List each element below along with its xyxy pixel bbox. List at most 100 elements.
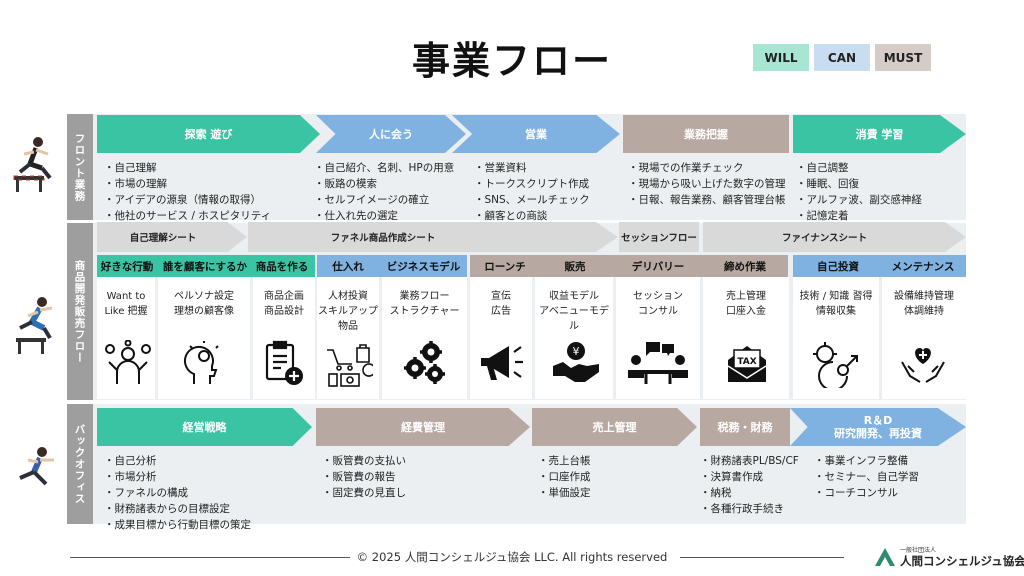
product-head-model: ビジネスモデル <box>386 260 461 273</box>
product-section-label: 商品開発販売フロー <box>67 223 93 400</box>
idea-head-icon <box>184 341 219 384</box>
bullet: 営業資料 <box>474 160 590 176</box>
cell-text-closing: 売上管理口座入金 <box>703 289 789 319</box>
cell-line: 商品設計 <box>264 306 304 317</box>
bullet: 口座作成 <box>538 469 591 485</box>
emotions-person-icon <box>105 340 151 384</box>
cell-line: Like 把握 <box>104 306 148 317</box>
product-head-like: 好きな行動 <box>100 260 154 273</box>
stage-label: 経費管理 <box>401 421 445 434</box>
stage-sublabel: 研究開発、再投資 <box>834 427 922 440</box>
bullet: セミナー、自己学習 <box>814 469 919 485</box>
product-head-maintenance: メンテナンス <box>891 260 955 273</box>
front-stage-sales: 営業 <box>452 115 620 153</box>
bullet: 自己理解 <box>104 160 271 176</box>
runner-hurdle-icon-2 <box>16 297 53 354</box>
runner-hurdle-icon <box>13 137 52 192</box>
stage-label: 消費 学習 <box>855 128 904 141</box>
bullet: 売上台帳 <box>538 453 591 469</box>
cell-line: 技術 / 知識 習得 <box>799 291 873 302</box>
cell-line: 商品企画 <box>264 291 304 302</box>
cell-line: 収益モデル <box>549 291 599 302</box>
bullet: 日報、報告業務、顧客管理台帳 <box>628 192 786 208</box>
cell-line: 体調維持 <box>904 306 944 317</box>
sheet-label: セッションフロー <box>621 233 697 244</box>
megaphone-icon <box>481 346 523 380</box>
bullet: 自己分析 <box>104 453 251 469</box>
shopping-money-icon <box>327 344 373 387</box>
bullet: 自己紹介、名刺、HPの用意 <box>314 160 455 176</box>
back-bullets-tax: 財務諸表PL/BS/CF 決算書作成 納税 各種行政手続き <box>700 453 799 517</box>
sheet-arrow-finance: ファイナンスシート <box>703 222 966 252</box>
sheet-arrow-session: セッションフロー <box>619 222 699 252</box>
cell-line: コンサル <box>638 306 678 317</box>
sheet-label: ファネル商品作成シート <box>330 233 436 244</box>
back-stage-tax: 税務・財務 <box>700 408 790 446</box>
bullet: 販路の模索 <box>314 176 454 192</box>
cell-line: スキルアップ <box>318 306 378 317</box>
tax-envelope-icon: TAX <box>727 346 767 382</box>
sheet-arrow-self: 自己理解シート <box>97 222 247 252</box>
cell-text-investment: 技術 / 知識 習得情報収集 <box>793 289 879 319</box>
front-section-label: フロント業務 <box>67 114 93 220</box>
back-stage-expense: 経費管理 <box>316 408 530 446</box>
product-head-launch: ローンチ <box>484 260 526 273</box>
front-stage-operations: 業務把握 <box>623 115 789 153</box>
bullet: アルファ波、副交感神経 <box>796 192 922 208</box>
front-bullets-operations: 現場での作業チェック 現場から吸い上げた数字の管理 日報、報告業務、顧客管理台帳 <box>628 160 786 208</box>
product-head-delivery: デリバリー <box>631 260 685 273</box>
cell-line: 理想の顧客像 <box>174 306 234 317</box>
bullet: セルフイメージの確立 <box>314 192 454 208</box>
meeting-chat-icon <box>628 342 688 384</box>
legend-must: MUST <box>875 44 931 71</box>
bullet: 現場での作業チェック <box>628 160 786 176</box>
gears-icon <box>404 341 445 384</box>
product-head-sell: 販売 <box>564 260 586 273</box>
bullet: 顧客との商談 <box>474 208 590 224</box>
cell-text-sell: 収益モデルアベニューモデル <box>535 289 613 334</box>
svg-text:TAX: TAX <box>737 357 756 367</box>
association-logo-icon <box>875 548 895 566</box>
cell-line: ストラクチャー <box>389 306 460 317</box>
runner-icon <box>19 447 54 486</box>
cell-line: 宣伝 <box>491 291 511 302</box>
cell-line: ペルソナ設定 <box>174 291 234 302</box>
bullet: 財務諸表PL/BS/CF <box>700 453 799 469</box>
cell-text-maintenance: 設備維持管理体調維持 <box>882 289 966 319</box>
product-head-make: 商品を作る <box>255 260 309 273</box>
product-cell <box>882 277 966 399</box>
front-bullets-explore: 自己理解 市場の理解 アイデアの源泉（情報の取得） 他社のサービス / ホスピタ… <box>104 160 272 224</box>
front-stage-meet: 人に会う <box>316 115 466 153</box>
product-head-investment: 自己投資 <box>817 260 859 273</box>
cell-line: 業務フロー <box>399 291 450 302</box>
bullet: 販管費の支払い <box>322 453 407 469</box>
bullet: 納税 <box>700 485 799 501</box>
cell-text-purchase: 人材投資スキルアップ物品 <box>317 289 379 334</box>
bullet: 財務諸表からの目標設定 <box>104 501 251 517</box>
cell-text-model: 業務フローストラクチャー <box>382 289 467 319</box>
front-bullets-sales: 営業資料 トークスクリプト作成 SNS、メールチェック 顧客との商談 <box>474 160 590 224</box>
clipboard-plus-icon <box>265 340 303 385</box>
product-head-group-can <box>317 255 467 277</box>
bullet: 成果目標から行動目標の策定 <box>104 517 252 533</box>
cell-line: 広告 <box>491 306 511 317</box>
bullet: アイデアの源泉（情報の取得） <box>104 192 271 208</box>
product-cell <box>97 277 155 399</box>
bullet: 睡眠、回復 <box>796 176 922 192</box>
stage-label: 経営戦略 <box>182 421 227 434</box>
bullet: 自己調整 <box>796 160 922 176</box>
cell-text-customer: ペルソナ設定理想の顧客像 <box>158 289 250 319</box>
stage-label: 探索 遊び <box>184 128 233 141</box>
product-head-purchase: 仕入れ <box>332 260 364 273</box>
bullet: 各種行政手続き <box>700 501 799 517</box>
bullet: 市場分析 <box>104 469 251 485</box>
bullet: 他社のサービス / ホスピタリティ <box>104 208 272 224</box>
back-stage-sales-mgmt: 売上管理 <box>532 408 697 446</box>
logo-name: 人間コンシェルジュ協会 <box>900 554 1024 568</box>
product-cell <box>793 277 879 399</box>
product-head-group-invest <box>793 255 966 277</box>
front-bullets-meet: 自己紹介、名刺、HPの用意 販路の模索 セルフイメージの確立 仕入れ先の選定 <box>314 160 455 224</box>
product-head-customer: 誰を顧客にするか <box>162 260 248 273</box>
